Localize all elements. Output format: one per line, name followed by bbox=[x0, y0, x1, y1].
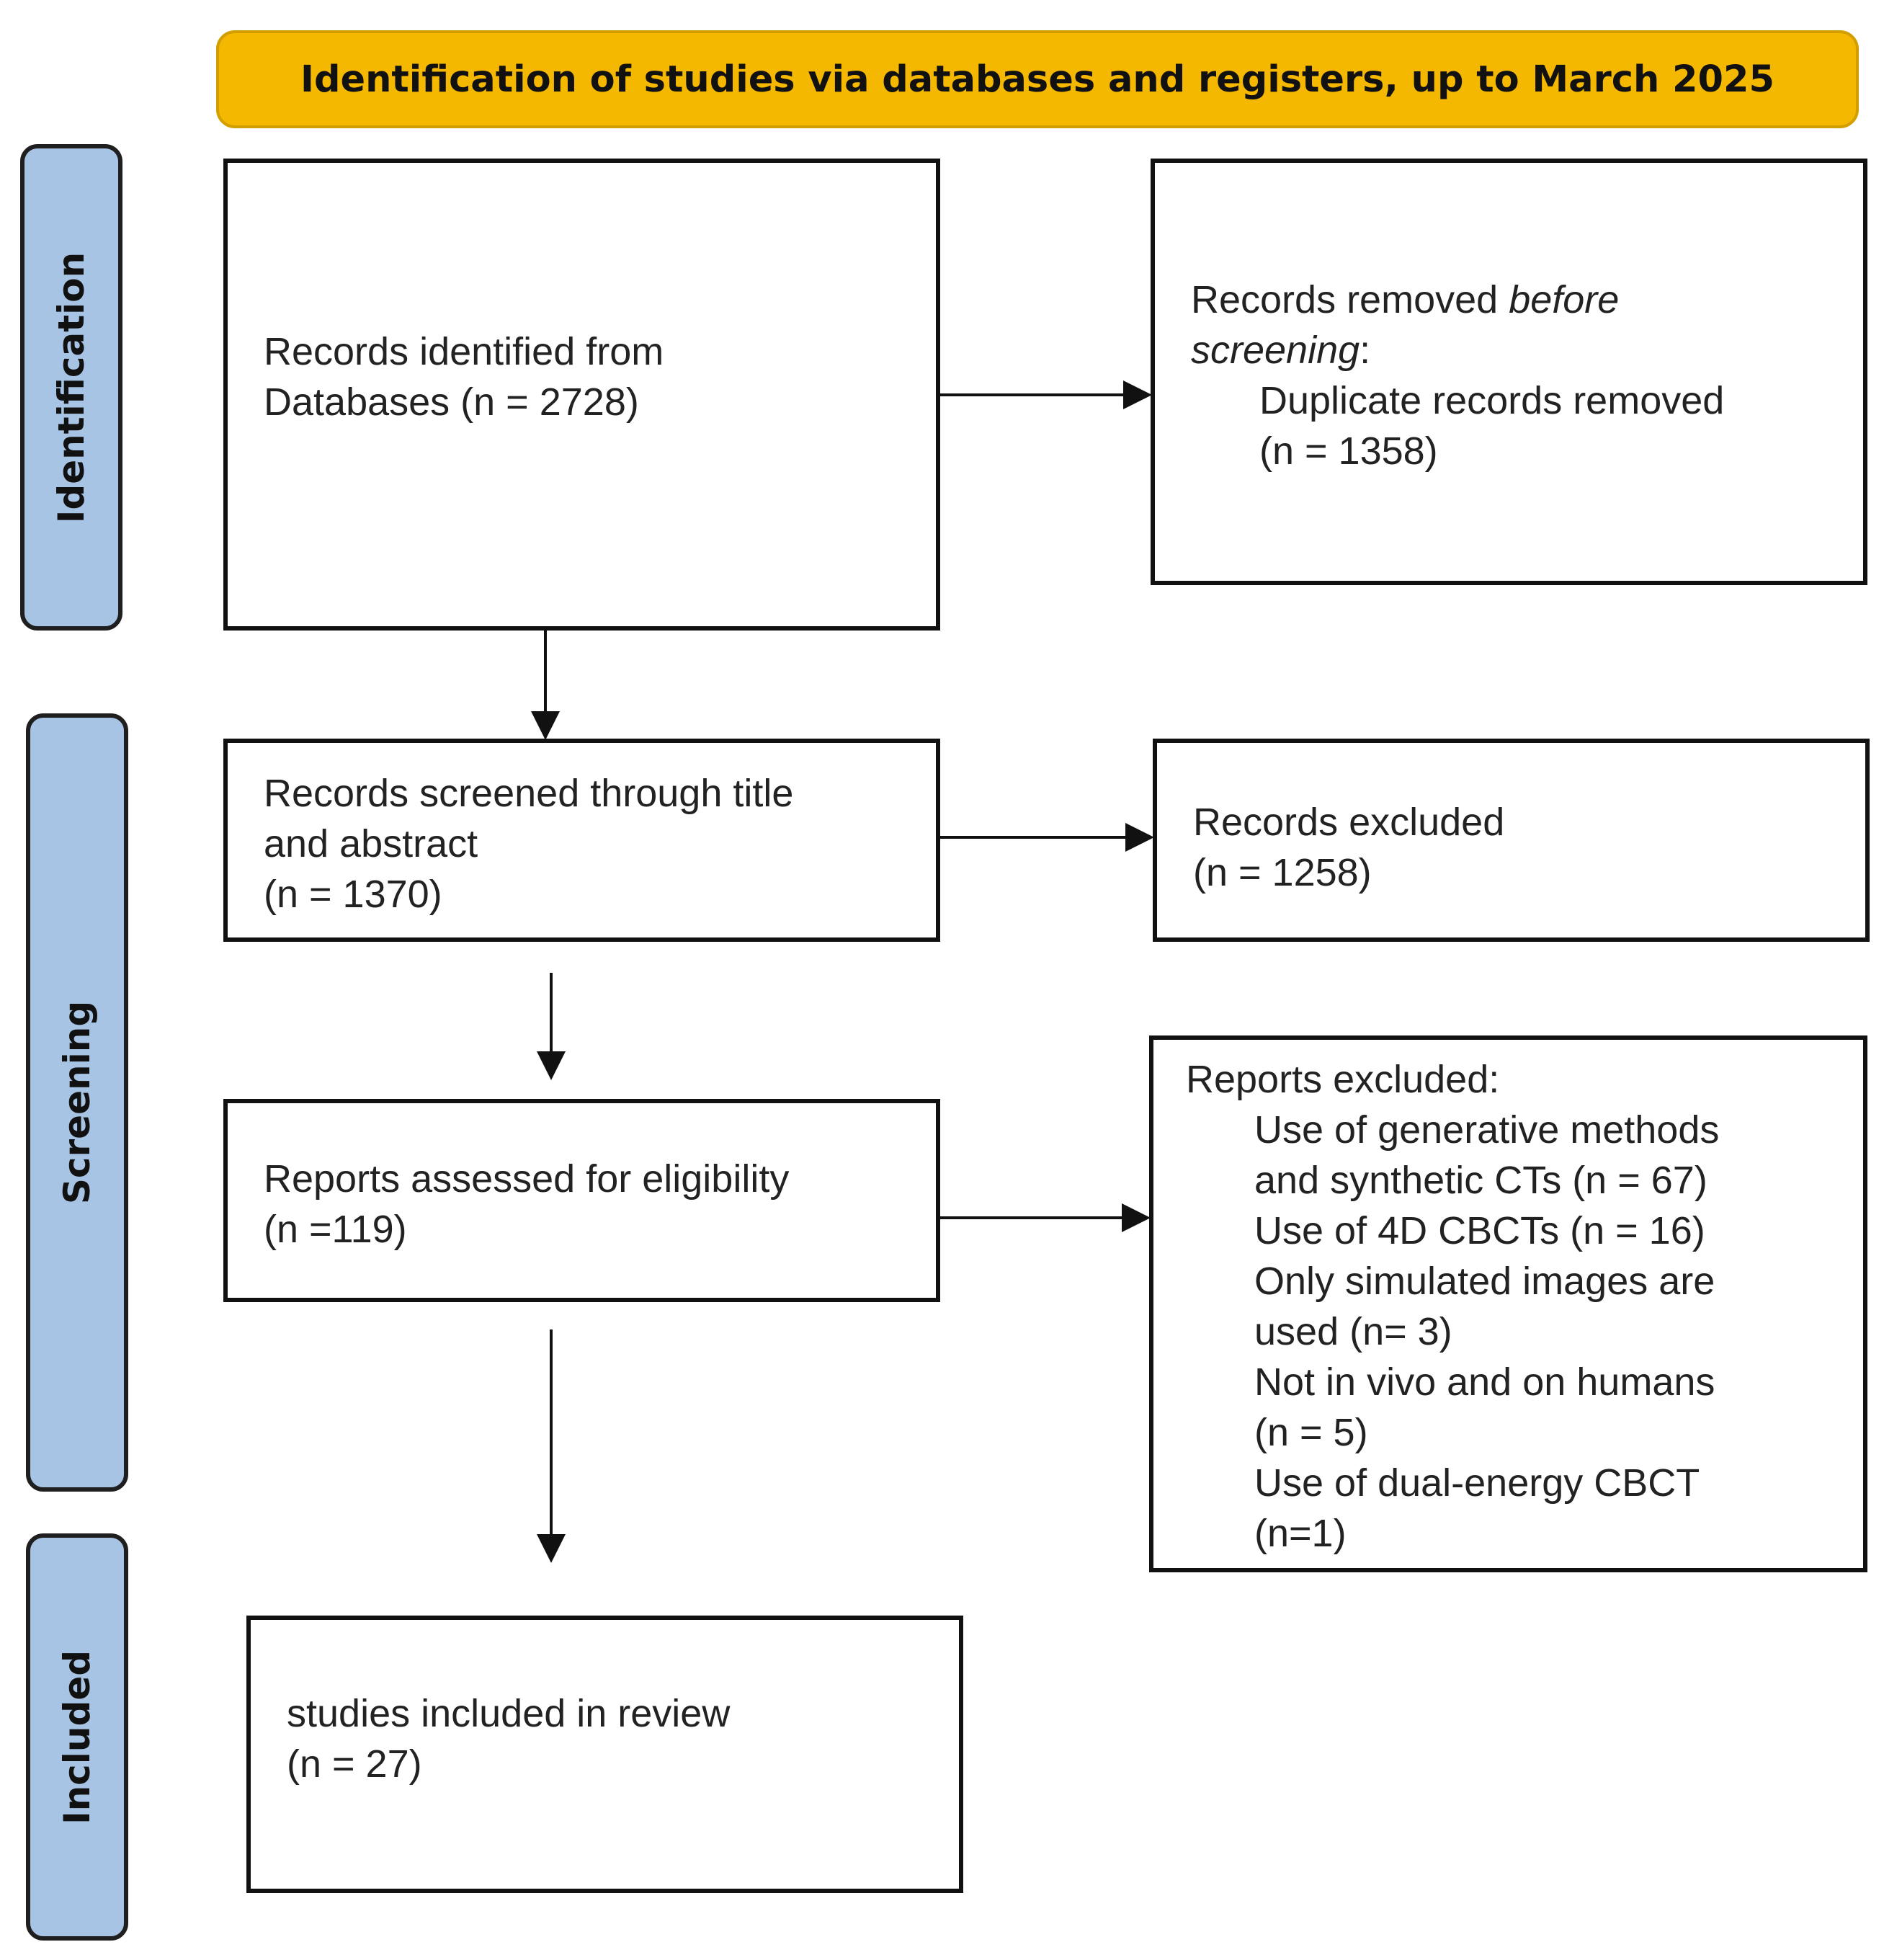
phase-screening: Screening bbox=[26, 713, 128, 1492]
reports-assessed-box: Reports assessed for eligibility (n =119… bbox=[223, 1099, 940, 1302]
records-screened-line2: and abstract bbox=[264, 822, 478, 865]
records-removed-screening: screening bbox=[1191, 329, 1360, 372]
exclusion-reason-line: used (n= 3) bbox=[1254, 1310, 1452, 1353]
records-excluded-line1: Records excluded bbox=[1193, 801, 1505, 844]
records-excluded-box: Records excluded (n = 1258) bbox=[1153, 739, 1870, 942]
exclusion-reason-line: (n=1) bbox=[1254, 1512, 1347, 1555]
reports-excluded-heading: Reports excluded: bbox=[1186, 1058, 1500, 1101]
records-removed-before: before bbox=[1509, 278, 1620, 321]
studies-included-line1: studies included in review bbox=[287, 1692, 731, 1735]
records-excluded-line2: (n = 1258) bbox=[1193, 851, 1372, 894]
records-removed-colon: : bbox=[1360, 329, 1371, 372]
exclusion-reason-line: Use of 4D CBCTs (n = 16) bbox=[1254, 1209, 1705, 1252]
studies-included-box: studies included in review (n = 27) bbox=[246, 1616, 963, 1893]
exclusion-reason-line: Use of generative methods bbox=[1254, 1108, 1720, 1152]
records-screened-box: Records screened through title and abstr… bbox=[223, 739, 940, 942]
exclusion-reason-line: and synthetic CTs (n = 67) bbox=[1254, 1159, 1707, 1202]
records-removed-box: Records removed before screening: Duplic… bbox=[1151, 159, 1867, 585]
exclusion-reason-line: Use of dual-energy CBCT bbox=[1254, 1461, 1700, 1505]
records-removed-line1: Records removed before bbox=[1191, 275, 1863, 325]
duplicate-records-label: Duplicate records removed bbox=[1259, 379, 1725, 422]
records-identified-box: Records identified from Databases (n = 2… bbox=[223, 159, 940, 631]
records-screened-line3: (n = 1370) bbox=[264, 873, 442, 916]
exclusion-reason-line: Only simulated images are bbox=[1254, 1260, 1715, 1303]
reports-excluded-box: Reports excluded: Use of generative meth… bbox=[1149, 1035, 1867, 1572]
header-title: Identification of studies via databases … bbox=[300, 58, 1774, 101]
phase-included: Included bbox=[26, 1533, 128, 1941]
records-identified-line1: Records identified from bbox=[264, 330, 664, 373]
records-identified-line2: Databases (n = 2728) bbox=[264, 380, 639, 424]
reports-assessed-line1: Reports assessed for eligibility bbox=[264, 1157, 790, 1200]
studies-included-line2: (n = 27) bbox=[287, 1742, 422, 1786]
records-removed-text: Records removed bbox=[1191, 278, 1509, 321]
exclusion-reason-line: (n = 5) bbox=[1254, 1411, 1368, 1454]
exclusion-reason-line: Not in vivo and on humans bbox=[1254, 1360, 1715, 1404]
header-banner: Identification of studies via databases … bbox=[216, 30, 1859, 128]
duplicate-records-count: (n = 1358) bbox=[1259, 429, 1438, 473]
phase-identification: Identification bbox=[20, 144, 122, 631]
records-removed-line2: screening: bbox=[1191, 325, 1863, 375]
reports-assessed-line2: (n =119) bbox=[264, 1208, 407, 1251]
records-screened-line1: Records screened through title bbox=[264, 772, 794, 815]
